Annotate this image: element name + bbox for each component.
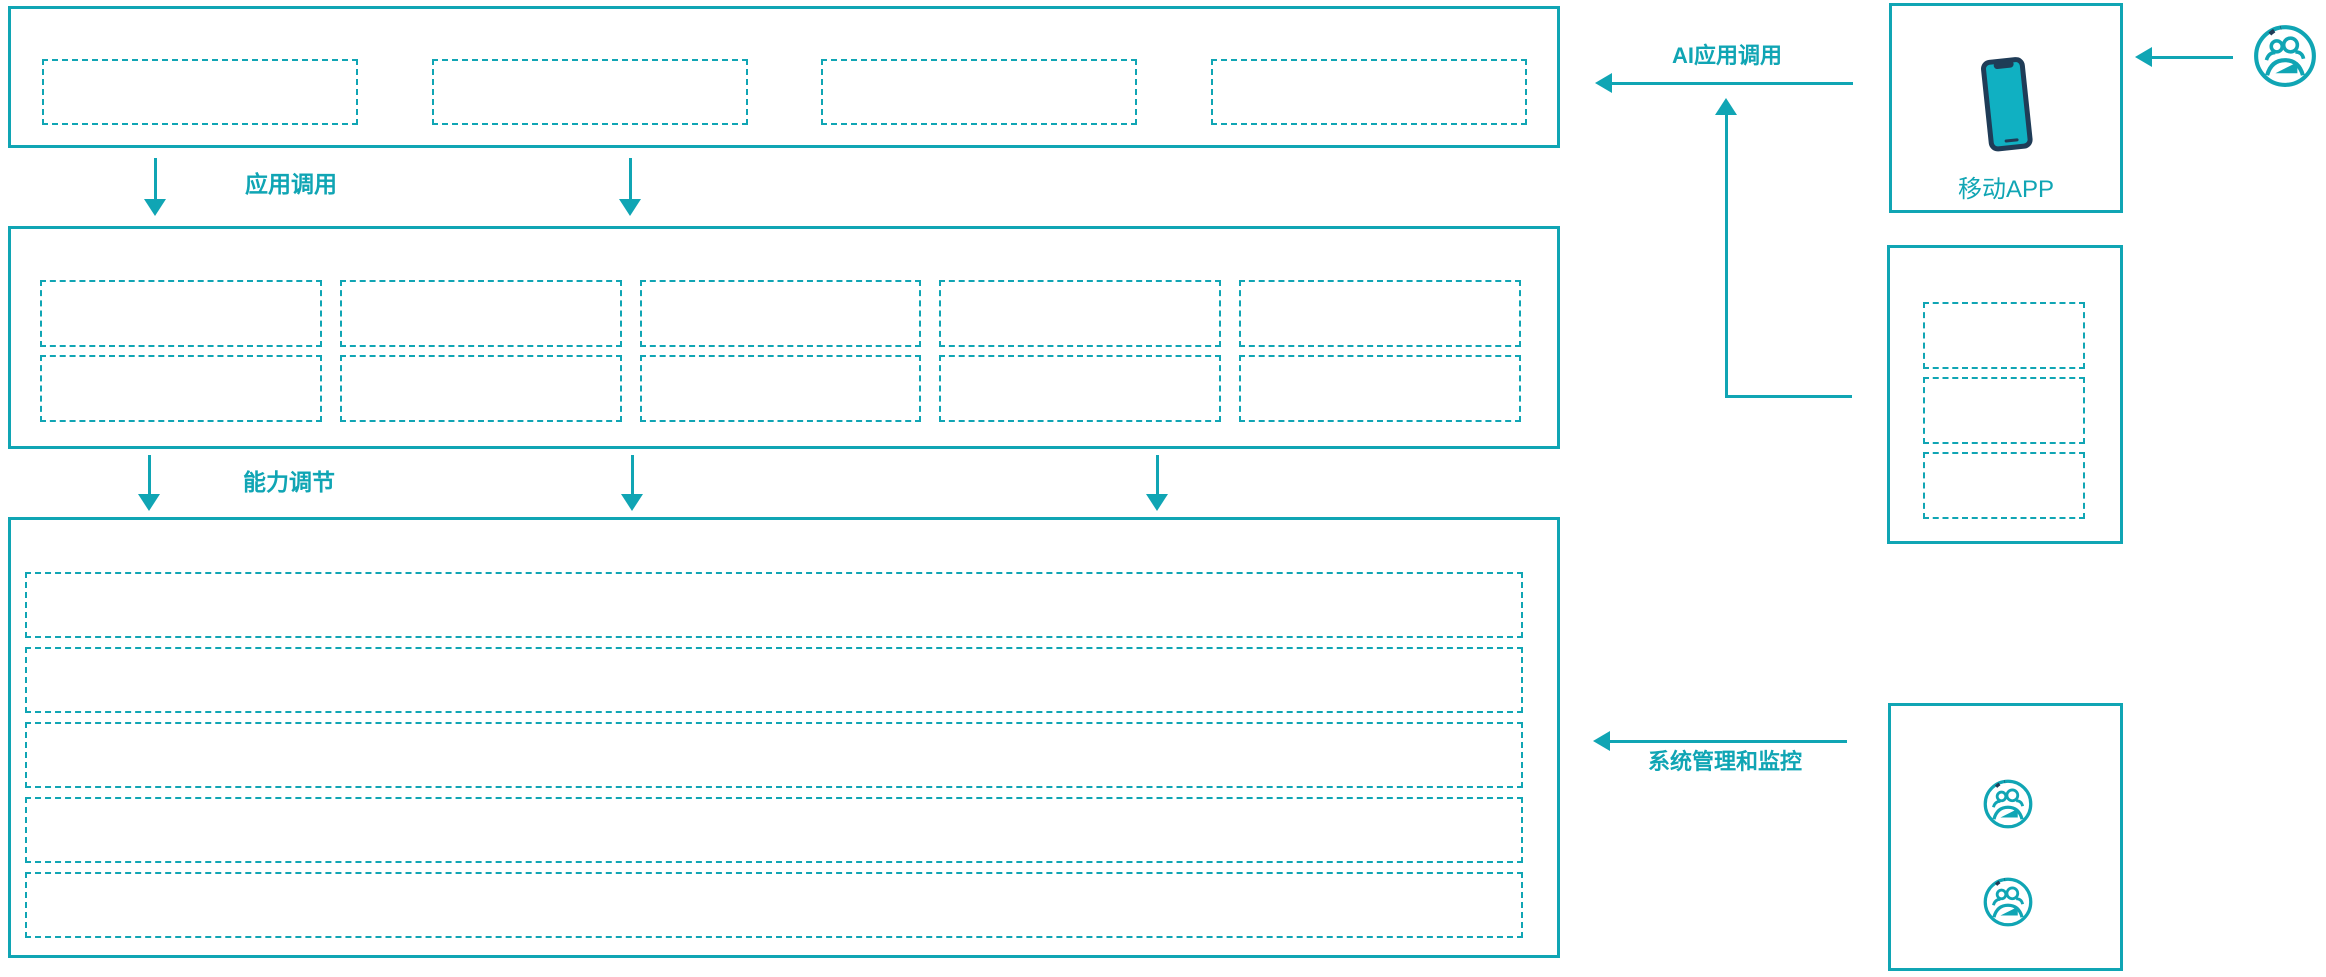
arrow-ai-call-head [1595,73,1612,93]
admin-panel-box [1888,703,2123,971]
arrow-capability-2-line [631,455,634,495]
ai-app-call-label: AI应用调用 [1672,43,1783,68]
placeholder-box [639,280,922,347]
arrow-device-connector-line [1725,395,1852,398]
arrow-capability-2-head [621,494,643,511]
user-group-icon [2254,25,2316,87]
user-group-icon [1983,779,2033,829]
arrow-ai-call-line [1611,82,1853,85]
placeholder-box [25,722,1523,788]
capability-layer-box [8,226,1560,449]
mobile-app-label: 移动APP [1957,176,2055,203]
placeholder-box [25,872,1523,938]
capability-adjust-label: 能力调节 [243,469,335,495]
arrow-user-to-app-head [2135,47,2152,67]
mobile-app-box: 移动APP [1889,3,2123,213]
application-layer-placeholders [42,59,1527,125]
placeholder-box [1239,280,1521,347]
placeholder-box [25,797,1523,863]
arrow-app-call-1-line [154,158,157,200]
arrow-sys-monitor-line [1609,740,1847,743]
arrow-capability-1-line [148,455,151,495]
arrow-capability-3-head [1146,494,1168,511]
placeholder-box [25,647,1523,713]
platform-layer-placeholders [25,572,1523,947]
placeholder-box [1239,355,1521,422]
placeholder-box [939,355,1222,422]
arrow-app-call-2-head [619,199,641,216]
arrow-capability-3-line [1156,455,1159,495]
placeholder-box [1923,302,2085,369]
application-layer-box [8,6,1560,148]
placeholder-box [25,572,1523,638]
platform-layer-box [8,517,1560,958]
device-panel-placeholders [1923,302,2085,527]
placeholder-box [639,355,922,422]
placeholder-box [1210,59,1527,125]
user-group-icon [1983,877,2033,927]
arrow-device-up-head [1715,98,1737,115]
arrow-user-to-app-line [2151,56,2233,59]
placeholder-box [40,355,322,422]
placeholder-box [431,59,748,125]
app-call-label: 应用调用 [245,171,337,197]
placeholder-box [1923,452,2085,519]
arrow-app-call-1-head [144,199,166,216]
arrow-sys-monitor-head [1593,731,1610,751]
arrow-capability-1-head [138,494,160,511]
placeholder-box [339,355,622,422]
placeholder-box [40,280,322,347]
arrow-device-up-line [1725,114,1728,397]
smartphone-icon [1981,57,2033,152]
device-panel-box [1887,245,2123,544]
system-monitor-label: 系统管理和监控 [1648,749,1803,774]
placeholder-box [339,280,622,347]
placeholder-box [821,59,1138,125]
placeholder-box [939,280,1222,347]
capability-layer-placeholders [40,280,1521,422]
placeholder-box [1923,377,2085,444]
arrow-app-call-2-line [629,158,632,200]
placeholder-box [42,59,358,125]
